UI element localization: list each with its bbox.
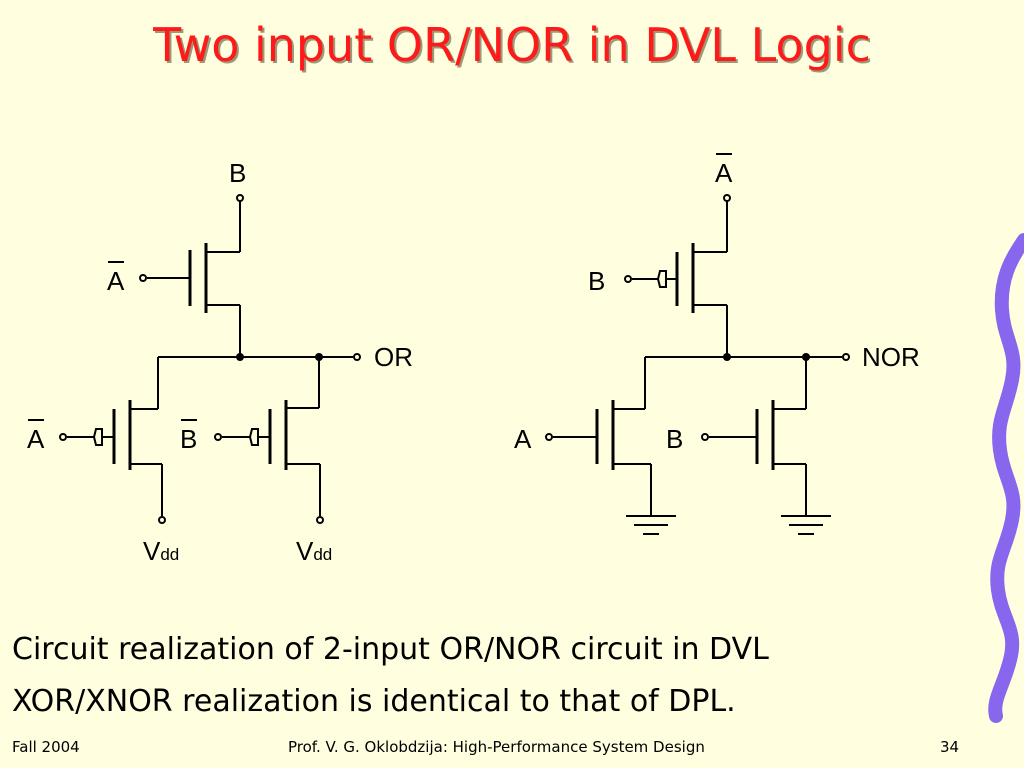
or-right-gate-label: B <box>180 424 197 454</box>
or-output-label: OR <box>374 342 413 372</box>
or-right-gate-bubble <box>248 428 259 446</box>
or-right-gate-terminal <box>214 433 222 441</box>
footer-date: Fall 2004 <box>12 738 80 756</box>
or-left-vdd-label: Vdd <box>143 536 179 566</box>
or-top-gate-label: A <box>107 266 125 296</box>
nor-junction-dot <box>723 353 731 361</box>
or-top-gate-terminal <box>139 274 147 282</box>
slide-title: Two input OR/NOR in DVL Logic <box>153 18 871 72</box>
nor-input-top-label: A <box>715 158 733 188</box>
decorative-wave-border <box>988 233 1024 723</box>
caption-line-2: XOR/XNOR realization is identical to tha… <box>12 684 736 719</box>
or-input-top-label: B <box>229 158 246 188</box>
nor-right-gate-label: B <box>666 424 683 454</box>
nor-output-label: NOR <box>862 342 920 372</box>
or-left-vdd-terminal <box>158 516 166 524</box>
or-input-top-terminal <box>236 194 244 202</box>
or-output-terminal <box>353 353 361 361</box>
nor-input-top-terminal <box>723 194 731 202</box>
or-right-vdd-terminal <box>316 516 324 524</box>
or-circuit: B A OR A Vdd <box>27 158 413 566</box>
nor-circuit: A B NOR A <box>514 153 920 535</box>
nor-top-gate-terminal <box>624 275 632 283</box>
or-left-gate-terminal <box>59 433 67 441</box>
nor-output-terminal <box>842 353 850 361</box>
caption-line-1: Circuit realization of 2-input OR/NOR ci… <box>12 632 769 667</box>
nor-top-gate-bubble <box>656 270 667 288</box>
or-left-gate-label: A <box>27 424 45 454</box>
footer-author: Prof. V. G. Oklobdzija: High-Performance… <box>288 738 705 756</box>
nor-left-gate-terminal <box>545 433 553 441</box>
nor-left-gate-label: A <box>514 424 532 454</box>
nor-right-gate-terminal <box>701 433 709 441</box>
or-right-vdd-label: Vdd <box>296 536 332 566</box>
or-left-gate-bubble <box>92 428 103 446</box>
or-junction-dot <box>236 353 244 361</box>
nor-top-gate-label: B <box>588 266 605 296</box>
page-number: 34 <box>940 738 960 756</box>
